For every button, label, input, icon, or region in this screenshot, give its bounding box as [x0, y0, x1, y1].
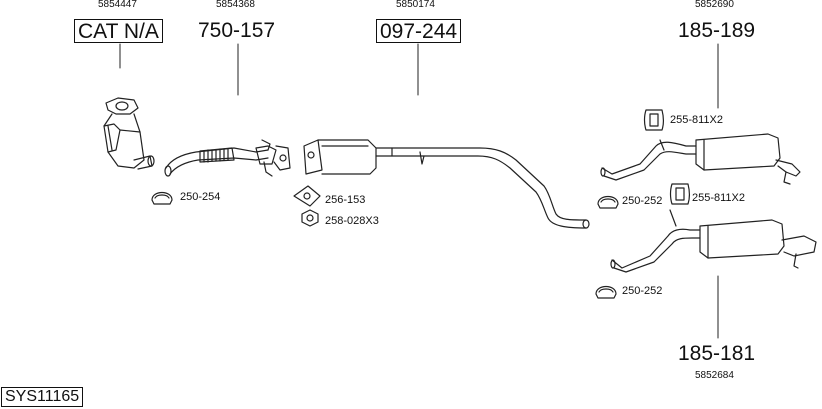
clamp-250-252-lower-icon — [595, 285, 617, 299]
fitting-label-250-254: 250-254 — [180, 191, 221, 203]
fitting-label-250-252-lower: 250-252 — [622, 285, 663, 297]
fitting-label-250-252-upper: 250-252 — [622, 195, 663, 207]
fitting-label-256-153: 256-153 — [325, 194, 366, 206]
leader-lines — [119, 43, 719, 339]
clamp-250-254-icon — [151, 191, 173, 205]
part-ref-cat: 5854447 — [98, 0, 137, 10]
rear-silencer-upper-drawing — [600, 133, 801, 185]
fitting-label-258-028x3: 258-028X3 — [325, 215, 379, 227]
part-code-cat: CAT N/A — [74, 19, 163, 43]
middle-pipe-drawing — [303, 139, 590, 229]
rear-silencer-lower-drawing — [610, 209, 817, 273]
nut-258-028-icon — [301, 209, 319, 227]
part-ref-middle-pipe: 5850174 — [396, 0, 435, 10]
part-ref-front-pipe: 5854368 — [216, 0, 255, 10]
fitting-label-255-811x2-upper: 255-811X2 — [670, 114, 724, 126]
part-ref-rear-lower: 5852684 — [695, 370, 734, 381]
hanger-255-811-upper-icon — [643, 109, 665, 131]
part-code-front-pipe: 750-157 — [198, 19, 276, 42]
part-code-rear-upper: 185-189 — [678, 19, 756, 42]
clamp-250-252-upper-icon — [597, 195, 619, 209]
gasket-256-153-icon — [293, 185, 321, 207]
catalytic-converter-drawing — [103, 97, 155, 170]
part-code-rear-lower: 185-181 — [678, 342, 756, 365]
fitting-label-255-811x2-lower: 255-811X2 — [692, 192, 746, 204]
part-code-middle-pipe: 097-244 — [376, 19, 462, 43]
front-pipe-drawing — [164, 139, 291, 177]
hanger-255-811-lower-icon — [669, 183, 691, 205]
part-ref-rear-upper: 5852690 — [695, 0, 734, 10]
system-code: SYS11165 — [1, 387, 84, 407]
